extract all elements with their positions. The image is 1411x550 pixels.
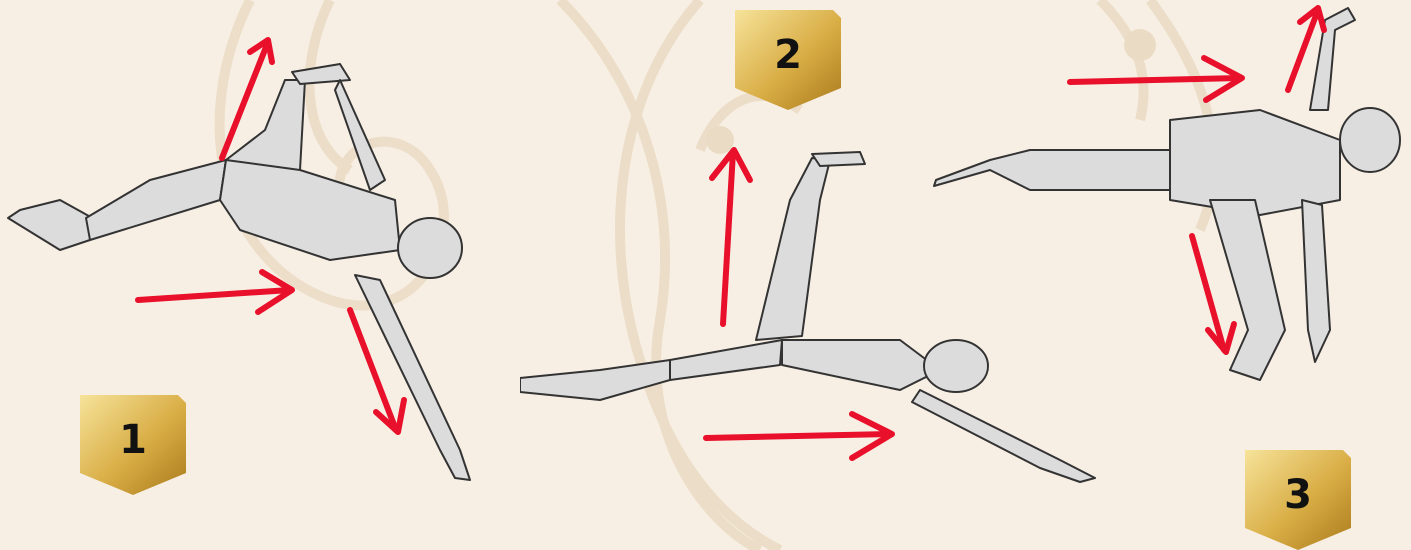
step-badge-3: 3 <box>1245 450 1351 550</box>
step-badge-1: 1 <box>80 395 186 495</box>
step-number: 2 <box>735 32 841 78</box>
step-badge-2: 2 <box>735 10 841 110</box>
step-number: 3 <box>1245 472 1351 518</box>
step-number: 1 <box>80 417 186 463</box>
